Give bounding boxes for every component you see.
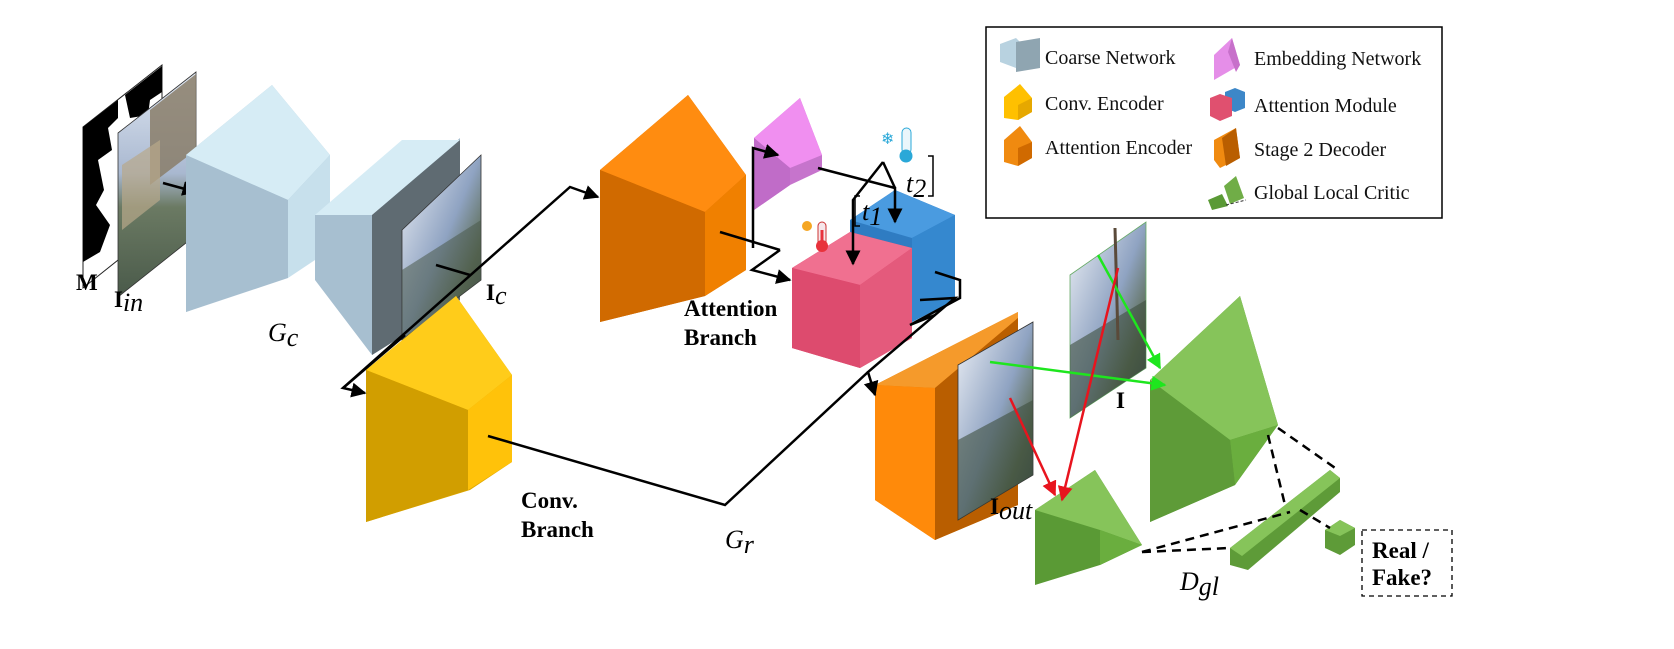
legend: Coarse Network Embedding Network Conv. E… — [985, 26, 1443, 219]
legend-label-3: Attention Module — [1254, 95, 1397, 117]
output-image — [957, 321, 1034, 521]
real-fake-box — [1361, 529, 1453, 597]
coarse-network-icon — [1000, 38, 1040, 72]
attention-module — [792, 190, 955, 368]
coarse-output-image — [401, 154, 482, 341]
refine-gen-label: Gr — [725, 525, 755, 559]
real-fake-line2: Fake? — [1372, 565, 1432, 590]
svg-text:❄: ❄ — [881, 129, 894, 148]
stage2-decoder-icon — [1214, 128, 1240, 168]
cold-thermometer-icon: ❄ — [881, 127, 913, 163]
conv-encoder-icon — [1004, 84, 1032, 120]
attention-encoder-icon — [1004, 126, 1032, 166]
mask-label: M — [76, 270, 98, 295]
attention-branch-line1: Attention — [684, 296, 777, 321]
thermometer-icon — [802, 221, 828, 252]
legend-label-5: Stage 2 Decoder — [1254, 139, 1387, 161]
legend-label-2: Conv. Encoder — [1045, 93, 1164, 115]
global-local-critic-icon — [1208, 176, 1247, 210]
t1-label: t1 — [862, 197, 882, 231]
attention-encoder — [600, 95, 746, 322]
output-label: Iout — [990, 494, 1033, 525]
conv-encoder — [366, 296, 512, 522]
t2-bracket — [928, 155, 934, 197]
conv-branch-line1: Conv. — [521, 488, 578, 513]
critic-output-cube — [1325, 520, 1355, 555]
embedding-network-icon — [1214, 38, 1240, 80]
real-image-arrows — [989, 254, 1167, 391]
coarse-out-label: Ic — [486, 280, 507, 310]
input-image — [117, 71, 197, 298]
fake-image-arrows — [1008, 267, 1120, 502]
legend-label-0: Coarse Network — [1045, 47, 1176, 69]
legend-label-1: Embedding Network — [1254, 48, 1421, 70]
flow-lines — [340, 144, 962, 507]
gt-label: I — [1116, 388, 1125, 413]
critic-label: Dgl — [1179, 567, 1219, 601]
input-label: Iin — [114, 287, 143, 317]
critic-dashed-links — [1141, 426, 1339, 554]
legend-label-4: Attention Encoder — [1045, 137, 1193, 159]
coarse-out-connector — [435, 263, 471, 277]
embedding-network — [754, 98, 822, 210]
conv-branch-line2: Branch — [521, 517, 594, 542]
attention-branch-line2: Branch — [684, 325, 757, 350]
critic-fc-bar — [1230, 470, 1340, 570]
global-critic — [1150, 296, 1278, 522]
attention-module-icon — [1210, 88, 1245, 121]
coarse-gen-label: Gc — [268, 318, 299, 352]
real-fake-line1: Real / — [1372, 538, 1429, 563]
t2-label: t2 — [906, 169, 926, 203]
legend-label-6: Global Local Critic — [1254, 182, 1410, 204]
